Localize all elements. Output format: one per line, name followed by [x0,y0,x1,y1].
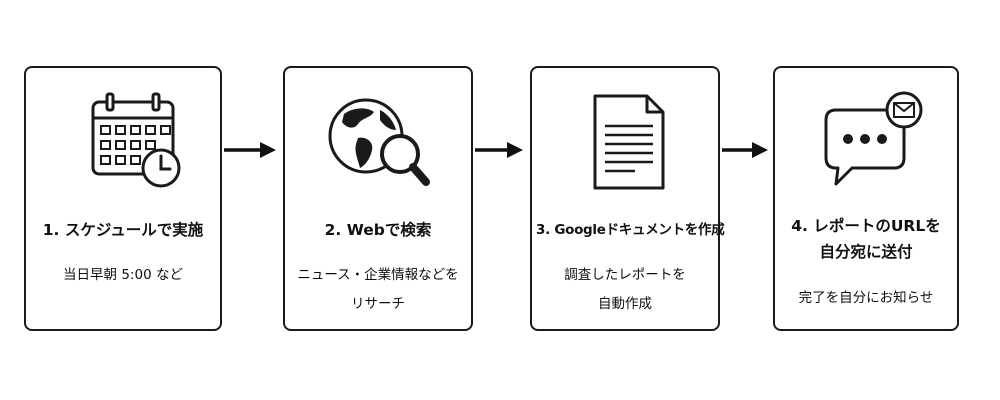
step-card-web-search: 2. Webで検索 ニュース・企業情報などを リサーチ [283,66,473,331]
step-description-line-2: リサーチ [351,296,405,312]
step-card-google-doc: 3. Googleドキュメントを作成 調査したレポートを 自動作成 [530,66,725,331]
document-icon [532,88,718,193]
calendar-clock-icon [26,88,220,193]
step-card-send-url: 4. レポートのURLを 自分宛に送付 完了を自分にお知らせ [773,66,959,331]
arrow-right-icon [224,142,276,158]
arrow-right-icon [475,142,523,158]
step-title: 1. スケジュールで実施 [42,221,204,239]
step-title-line-2: 自分宛に送付 [819,243,913,261]
step-description-line-1: 調査したレポートを [564,267,686,283]
step-description-line-2: 自動作成 [598,296,652,312]
step-title: 3. Googleドキュメントを作成 [536,222,725,238]
step-card-schedule: 1. スケジュールで実施 当日早朝 5:00 など [24,66,222,331]
step-description: 当日早朝 5:00 など [63,267,183,283]
chat-mail-icon [775,88,957,193]
step-title: 2. Webで検索 [324,221,432,239]
globe-magnifier-icon [285,88,471,193]
step-title-line-1: 4. レポートのURLを [791,217,941,235]
arrow-right-icon [722,142,768,158]
step-description-line-1: ニュース・企業情報などを [297,267,459,283]
step-description: 完了を自分にお知らせ [798,290,934,306]
